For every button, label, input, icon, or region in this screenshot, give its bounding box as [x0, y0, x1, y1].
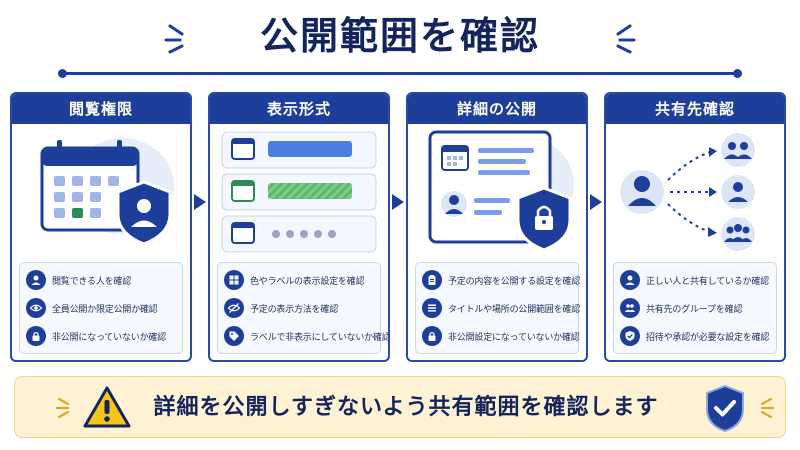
team-target-icon [721, 217, 755, 251]
list-item: 閲覧できる人を確認 [26, 266, 176, 294]
display-row-striped [221, 173, 377, 211]
list-icon [422, 298, 442, 318]
header: 公開範囲を確認 [0, 6, 800, 66]
list-item: 正しい人と共有しているか確認 [620, 266, 770, 294]
item-text: 全員公開か限定公開か確認 [52, 304, 158, 315]
sharer-user-icon [620, 170, 664, 214]
user-icon [26, 270, 46, 290]
eye-off-icon [224, 298, 244, 318]
share-arrows [667, 151, 711, 233]
arrow-right-icon [194, 194, 206, 210]
item-text: 非公開になっていないか確認 [52, 332, 166, 343]
sparkle-left-icon [164, 24, 184, 54]
item-text: 閲覧できる人を確認 [52, 276, 132, 287]
detail-card-illustration [428, 130, 574, 252]
share-network-illustration [620, 133, 755, 251]
list-item: タイトルや場所の公開範囲を確認 [422, 294, 580, 322]
item-text: 共有先のグループを確認 [646, 304, 743, 315]
footer-message: 詳細を公開しすぎないよう共有範囲を確認します [153, 395, 659, 420]
single-target-icon [721, 175, 755, 209]
list-item: ラベルで非表示にしていないか確認 [224, 322, 388, 350]
page-title: 公開範囲を確認 [259, 14, 540, 58]
list-item: 予定の内容を公開する設定を確認 [422, 266, 580, 294]
user-icon [620, 270, 640, 290]
list-item: 非公開設定になっていないか確認 [422, 322, 580, 350]
panel-heading: 詳細の公開 [408, 94, 586, 124]
lock-icon [26, 326, 46, 346]
sparkle-left-icon [55, 397, 70, 419]
calendar-icon [40, 140, 140, 232]
panel-heading: 閲覧権限 [12, 94, 190, 124]
tag-icon [224, 326, 244, 346]
panel-display-format: 表示形式 [208, 92, 390, 362]
panel-detail-publish: 詳細の公開 予定 [406, 92, 588, 362]
item-list: 正しい人と共有しているか確認 共有先のグループを確認 招待や承認が必要な設定を確… [613, 262, 777, 354]
footer-banner: 詳細を公開しすぎないよう共有範囲を確認します [14, 376, 786, 438]
shield-user-icon [116, 180, 172, 246]
arrow-right-icon [590, 194, 602, 210]
display-row-hidden [221, 215, 377, 253]
item-text: 予定の表示方法を確認 [250, 304, 339, 315]
display-row-solid [221, 131, 377, 169]
calendar-shield-illustration [40, 138, 174, 246]
panel-heading: 共有先確認 [606, 94, 784, 124]
item-text: 招待や承認が必要な設定を確認 [646, 332, 770, 343]
group-icon [620, 298, 640, 318]
panel-view-permission: 閲覧権限 閲覧できる人を確認 [10, 92, 192, 362]
list-item: 非公開になっていないか確認 [26, 322, 176, 350]
panel-heading: 表示形式 [210, 94, 388, 124]
display-rows-illustration [221, 131, 377, 253]
group-target-icon [721, 133, 755, 167]
list-item: 全員公開か限定公開か確認 [26, 294, 176, 322]
eye-icon [26, 298, 46, 318]
sparkle-right-icon [616, 24, 636, 54]
list-item: 共有先のグループを確認 [620, 294, 770, 322]
shield-check-icon [620, 326, 640, 346]
item-text: ラベルで非表示にしていないか確認 [250, 332, 390, 343]
clipboard-icon [422, 270, 442, 290]
item-text: 予定の内容を公開する設定を確認 [448, 276, 581, 287]
panel-share-target: 共有先確認 [604, 92, 786, 362]
list-item: 予定の表示方法を確認 [224, 294, 374, 322]
item-list: 色やラベルの表示設定を確認 予定の表示方法を確認 ラベルで非表示にしていないか確… [217, 262, 388, 354]
item-list: 閲覧できる人を確認 全員公開か限定公開か確認 非公開になっていないか確認 [19, 262, 183, 354]
shield-lock-icon [516, 186, 572, 252]
item-text: 非公開設定になっていないか確認 [448, 332, 580, 343]
list-item: 色やラベルの表示設定を確認 [224, 266, 374, 294]
warning-icon [83, 386, 131, 428]
shield-check-icon [706, 384, 744, 433]
item-text: 色やラベルの表示設定を確認 [250, 276, 365, 287]
list-item: 招待や承認が必要な設定を確認 [620, 322, 770, 350]
item-list: 予定の内容を公開する設定を確認 タイトルや場所の公開範囲を確認 非公開設定になっ… [415, 262, 580, 354]
sparkle-right-icon [760, 397, 775, 419]
item-text: タイトルや場所の公開範囲を確認 [448, 304, 581, 315]
arrow-right-icon [392, 194, 404, 210]
title-divider [58, 69, 742, 78]
lock-icon [422, 326, 442, 346]
palette-icon [224, 270, 244, 290]
item-text: 正しい人と共有しているか確認 [646, 276, 769, 287]
